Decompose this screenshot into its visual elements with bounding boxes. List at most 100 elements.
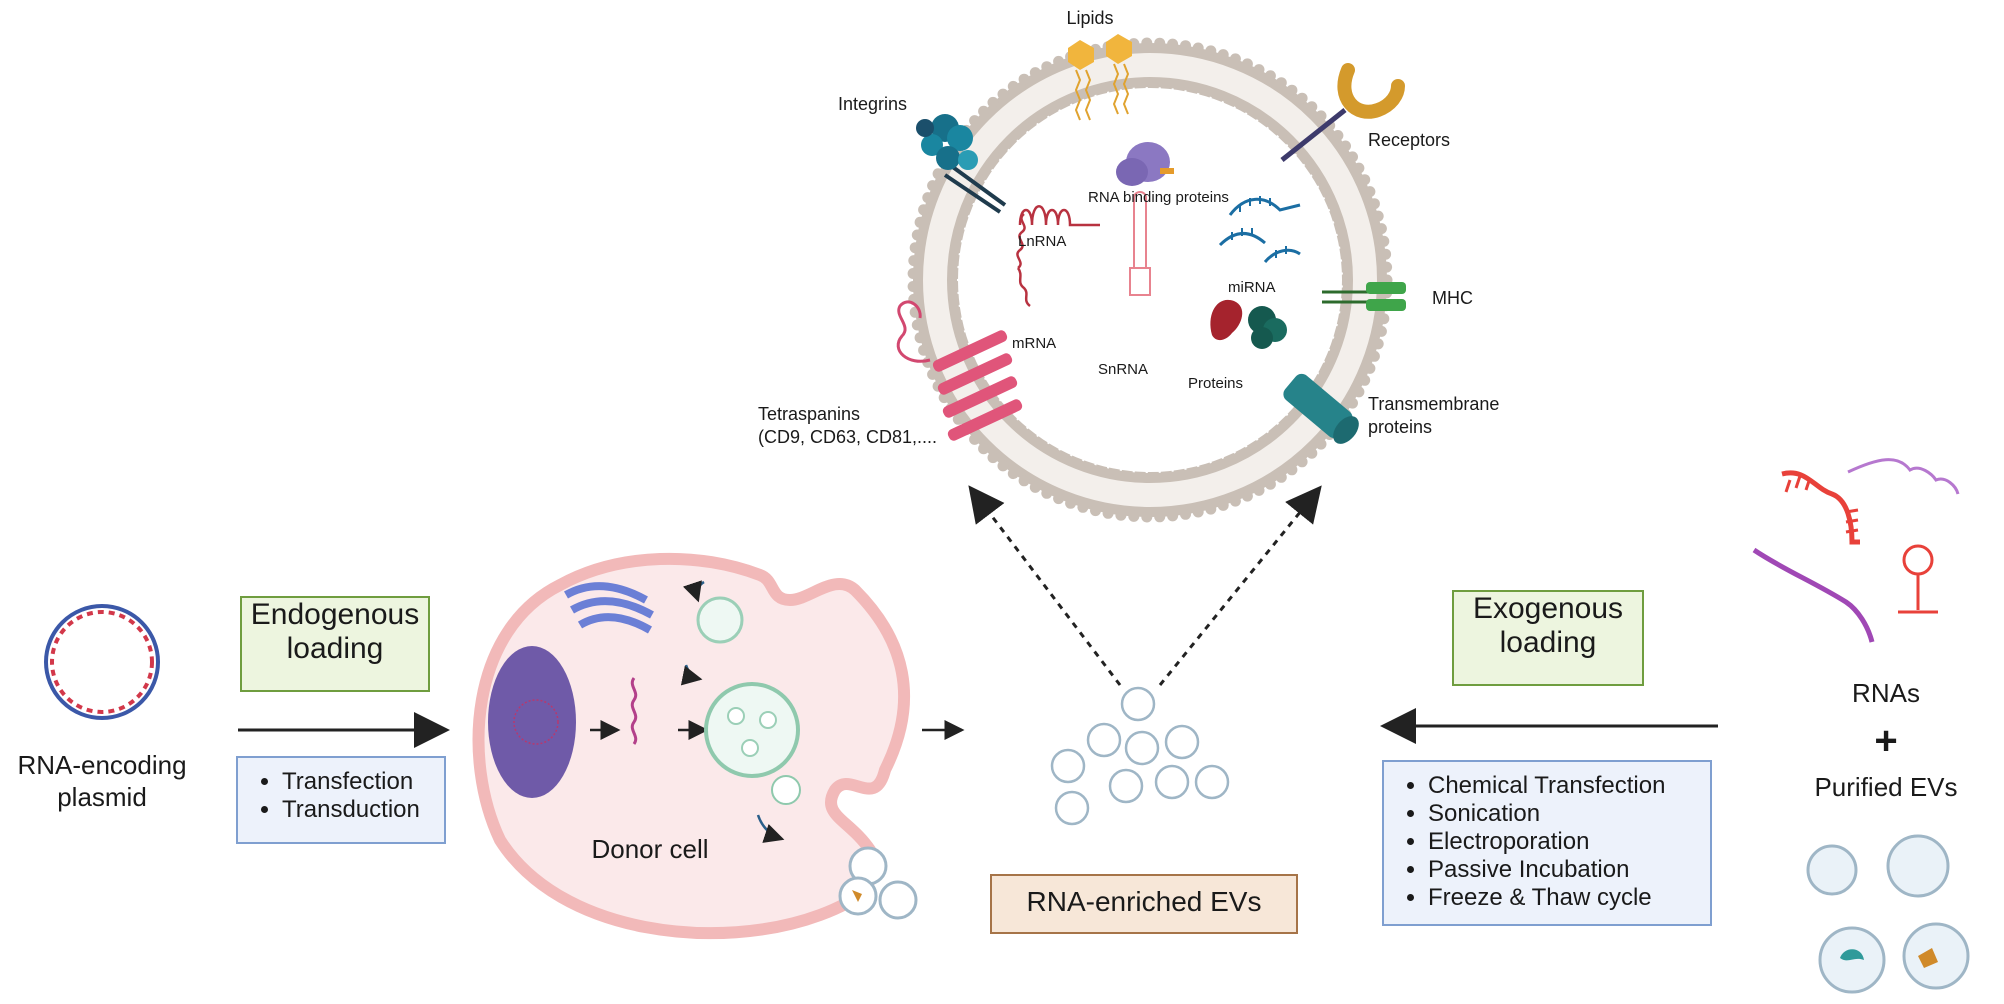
lipid-head-bead xyxy=(918,204,930,216)
method-item: Chemical Transfection xyxy=(1428,772,1710,800)
released-evs-icon xyxy=(838,846,918,920)
lipid-head-bead xyxy=(1053,493,1065,505)
snrna-label: SnRNA xyxy=(1098,361,1148,378)
transmembrane-protein-icon xyxy=(1283,373,1359,444)
lipid-head-bead xyxy=(1229,53,1241,65)
lipid-head-bead xyxy=(914,332,926,344)
lipid-head-bead xyxy=(1347,397,1358,409)
plus-sign: + xyxy=(1874,719,1897,763)
lipid-head-bead xyxy=(1296,456,1308,468)
endogenous-methods-box: Transfection Transduction xyxy=(236,756,446,844)
lipid-head-bead xyxy=(914,216,926,228)
plasmid-in-nucleus-icon xyxy=(513,699,559,745)
lipid-head-bead xyxy=(1286,464,1298,476)
exogenous-title-2: loading xyxy=(1499,626,1597,659)
lipid-head-bead xyxy=(1368,198,1380,210)
lipid-head-bead xyxy=(1364,362,1376,374)
method-item: Transfection xyxy=(282,768,444,796)
receptors-label: Receptors xyxy=(1368,130,1450,150)
rnas-label: RNAs xyxy=(1852,678,1920,708)
lipid-head-bead xyxy=(1372,338,1384,350)
lipid-head-bead xyxy=(1229,495,1241,507)
lipid-head-bead xyxy=(1167,510,1179,522)
lipid-head-bead xyxy=(907,281,919,292)
lipid-head-bead xyxy=(1381,261,1393,273)
rna-binding-protein-icon xyxy=(1116,142,1174,186)
nucleus xyxy=(488,646,576,798)
lipid-head-bead xyxy=(1378,235,1390,247)
rna-enriched-ev-cluster xyxy=(1050,686,1230,826)
lipid-head-bead xyxy=(1296,92,1308,104)
plasmid-icon xyxy=(44,604,160,720)
lipid-head-bead xyxy=(1306,447,1318,459)
rna-enriched-evs-box: RNA-enriched EVs xyxy=(990,874,1298,934)
lipid-head-bead xyxy=(1364,186,1376,198)
lipid-head-bead xyxy=(987,96,999,108)
lipid-head-bead xyxy=(911,319,923,331)
method-item: Transduction xyxy=(282,796,444,824)
lipid-head-bead xyxy=(969,115,981,127)
lipid-head-bead xyxy=(938,392,950,404)
exogenous-loading-box: Exogenous loading xyxy=(1452,590,1644,686)
lipid-head-bead xyxy=(1332,130,1344,141)
lipid-head-bead xyxy=(1018,475,1030,487)
lipid-head-bead xyxy=(1241,58,1253,70)
rna-enriched-evs-label: RNA-enriched EVs xyxy=(1026,886,1262,917)
lipid-head-bead xyxy=(1128,510,1140,522)
lipid-head-bead xyxy=(1380,248,1392,260)
lipid-head-bead xyxy=(978,105,990,117)
mhc-icon xyxy=(1322,282,1406,311)
lipid-head-bead xyxy=(1275,77,1287,89)
lipid-head-bead xyxy=(952,413,964,425)
lipid-head-bead xyxy=(1205,503,1217,515)
receptor-icon xyxy=(1280,63,1405,162)
lipid-head-bead xyxy=(1029,481,1041,493)
method-item: Passive Incubation xyxy=(1428,856,1710,884)
transmembrane-label: Transmembrane xyxy=(1368,394,1499,414)
lipid-head-bead xyxy=(1372,210,1384,222)
lipid-head-bead xyxy=(1306,101,1318,113)
lipid-head-bead xyxy=(1353,162,1365,174)
lipid-head-bead xyxy=(1018,73,1030,85)
tetraspanin-icon xyxy=(896,300,1023,441)
method-item: Sonication xyxy=(1428,800,1710,828)
lipid-head-bead xyxy=(1065,497,1077,509)
lipid-icon xyxy=(1068,34,1132,121)
snrna-icon xyxy=(1129,191,1151,296)
lipid-head-bead xyxy=(918,344,930,356)
lipid-head-bead xyxy=(1192,42,1204,54)
transmembrane-proteins-label: proteins xyxy=(1368,417,1432,437)
purified-evs-label: Purified EVs xyxy=(1814,772,1957,802)
lipid-head-bead xyxy=(1102,507,1114,519)
zoom-arrow-right xyxy=(1158,485,1322,686)
lipid-head-bead xyxy=(1359,174,1371,186)
lipid-head-bead xyxy=(1315,438,1327,450)
lipid-head-bead xyxy=(908,255,920,267)
lipid-head-bead xyxy=(1275,471,1287,483)
lipid-head-bead xyxy=(987,452,999,464)
integrins-label: Integrins xyxy=(838,94,907,114)
endogenous-title-2: loading xyxy=(286,632,384,665)
ev-structure-detail: Lipids Integrins Receptors RNA binding p… xyxy=(758,8,1499,523)
lipid-head-bead xyxy=(1217,49,1229,61)
lipids-label: Lipids xyxy=(1066,8,1113,28)
lipid-head-bead xyxy=(1041,61,1053,73)
lipid-head-bead xyxy=(1359,374,1371,386)
rna-binding-proteins-label: RNA binding proteins xyxy=(1088,189,1229,206)
lipid-head-bead xyxy=(978,443,990,455)
lipid-head-bead xyxy=(1141,511,1153,523)
lipid-head-bead xyxy=(1375,325,1387,337)
lipid-head-bead xyxy=(922,192,934,204)
lipid-head-bead xyxy=(1375,223,1387,235)
integrin-icon xyxy=(916,114,1007,214)
lipid-head-bead xyxy=(907,268,919,279)
lipid-head-bead xyxy=(911,229,923,241)
lipid-head-bead xyxy=(1029,67,1041,79)
lipid-head-bead xyxy=(909,242,921,254)
donor-cell-label: Donor cell xyxy=(591,834,708,864)
lipid-head-bead xyxy=(1115,509,1127,521)
lipid-head-bead xyxy=(1007,80,1019,92)
vesicle-icon xyxy=(771,775,801,805)
lipid-head-bead xyxy=(1167,38,1179,50)
tetraspanins-label: Tetraspanins xyxy=(758,404,860,424)
